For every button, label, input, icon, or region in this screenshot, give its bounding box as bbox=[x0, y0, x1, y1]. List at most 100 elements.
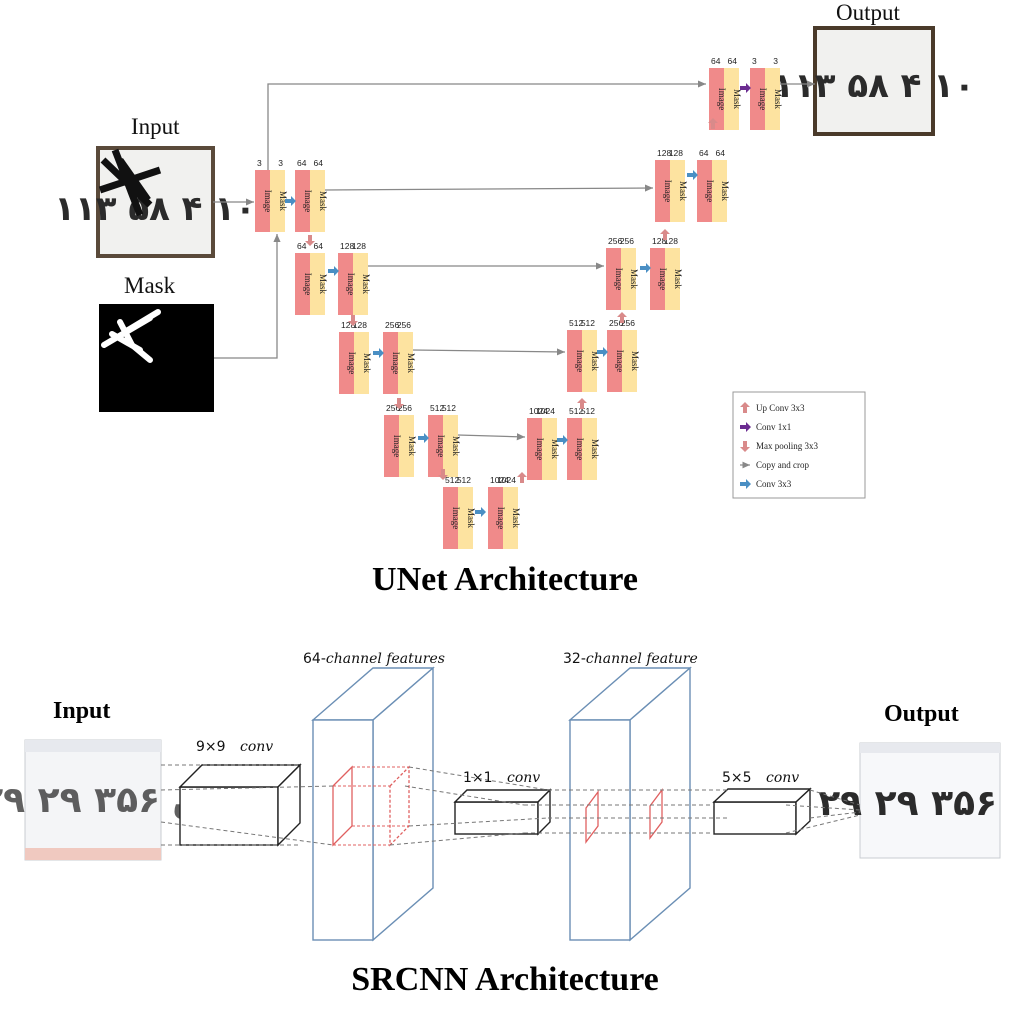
srcnn-output-plate-text: ۲۹ ق ۳۵۶ ۲۹ bbox=[818, 783, 1011, 824]
conv-3x3-arrow-icon bbox=[475, 507, 486, 517]
down-arrow-icon bbox=[740, 441, 750, 452]
srcnn-conv1-size: 9×9 bbox=[196, 739, 226, 755]
unet-mask-image bbox=[99, 304, 214, 412]
unet-block-channel-right: 64 bbox=[314, 241, 324, 251]
up-conv-arrow-icon bbox=[660, 229, 670, 240]
srcnn-output-image: ۲۹ ق ۳۵۶ ۲۹ bbox=[818, 742, 1011, 859]
unet-block-mask-label: Mask bbox=[511, 508, 521, 528]
srcnn-input-plate-text: ۲۹ ق ۳۵۶ ۲۹ bbox=[0, 780, 205, 821]
unet-block-channel-left: 256 bbox=[608, 236, 622, 246]
unet-block-mask-part bbox=[665, 248, 680, 310]
legend-item: Conv 3x3 bbox=[740, 479, 792, 489]
unet-block-mask-part bbox=[582, 330, 597, 392]
unet-block-mask-part bbox=[503, 487, 518, 549]
unet-block-mask-part bbox=[398, 332, 413, 394]
unet-mask-label: Mask bbox=[124, 273, 176, 298]
conv-3x3-arrow-icon bbox=[557, 435, 568, 445]
unet-block-mask-part bbox=[724, 68, 739, 130]
unet-output-plate-text: ۱۱۳ ۵۸ ۴ ۱۰ bbox=[773, 66, 975, 106]
legend-item: Copy and crop bbox=[740, 460, 809, 470]
srcnn-feature-block-64 bbox=[311, 666, 435, 942]
unet-block-channel-right: 64 bbox=[716, 148, 726, 158]
legend-item: Max pooling 3x3 bbox=[740, 441, 818, 452]
conv-3x3-arrow-icon bbox=[285, 196, 296, 206]
srcnn-conv-5x5-box bbox=[712, 787, 812, 836]
max-pooling-arrow-icon bbox=[348, 315, 358, 326]
unet-block-channel-left: 64 bbox=[297, 241, 307, 251]
unet-block-image-part bbox=[607, 330, 622, 392]
unet-block-mask-part bbox=[354, 332, 369, 394]
unet-block-channel-left: 1024 bbox=[490, 475, 509, 485]
unet-block-mask-part bbox=[621, 248, 636, 310]
unet-block-channel-right: 256 bbox=[620, 236, 634, 246]
unet-block-mask-part bbox=[399, 415, 414, 477]
unet-block-mask-label: Mask bbox=[318, 274, 328, 294]
up-conv-arrow-icon bbox=[708, 118, 718, 129]
srcnn-projection-lines bbox=[160, 764, 861, 846]
unet-block-mask-label: Mask bbox=[362, 353, 372, 373]
srcnn-conv-1x1-box bbox=[453, 788, 552, 836]
unet-block-channel-left: 64 bbox=[711, 56, 721, 66]
srcnn-feature-count-64: 64- bbox=[303, 651, 326, 667]
unet-block-image-part bbox=[428, 415, 443, 477]
unet-block-channel-left: 64 bbox=[699, 148, 709, 158]
unet-block-channel-right: 3 bbox=[278, 158, 283, 168]
unet-block-mask-label: Mask bbox=[407, 436, 417, 456]
unet-block-image-part bbox=[655, 160, 670, 222]
unet-block-image-label: Image bbox=[575, 350, 585, 373]
srcnn-input-label: Input bbox=[53, 698, 110, 724]
unet-block-image-label: Image bbox=[391, 352, 401, 375]
srcnn-output-label: Output bbox=[884, 701, 959, 727]
unet-block-image-part bbox=[295, 253, 310, 315]
unet-block-channel-right: 64 bbox=[314, 158, 324, 168]
unet-block-image-label: Image bbox=[346, 273, 356, 296]
unet-block-channel-right: 256 bbox=[397, 320, 411, 330]
unet-block-image-part bbox=[443, 487, 458, 549]
unet-block-mask-label: Mask bbox=[318, 191, 328, 211]
unet-block-channel-left: 256 bbox=[385, 320, 399, 330]
unet-arrows bbox=[213, 80, 815, 517]
unet-block-mask-label: Mask bbox=[590, 439, 600, 459]
legend-item: Up Conv 3x3 bbox=[740, 402, 805, 413]
unet-block-mask-part bbox=[542, 418, 557, 480]
unet-block-mask-label: Mask bbox=[590, 351, 600, 371]
unet-block-channel-left: 3 bbox=[257, 158, 262, 168]
unet-block-channel-right: 128 bbox=[353, 320, 367, 330]
unet-block-channel-left: 256 bbox=[386, 403, 400, 413]
unet-block-image-label: Image bbox=[575, 438, 585, 461]
conv-3x3-arrow-icon bbox=[640, 263, 651, 273]
right-arrow-icon bbox=[740, 479, 751, 489]
unet-block-channel-right: 128 bbox=[352, 241, 366, 251]
srcnn-conv2-size: 1×1 bbox=[463, 770, 493, 786]
legend-item-label: Max pooling 3x3 bbox=[756, 441, 818, 451]
legend-item-label: Conv 3x3 bbox=[756, 479, 792, 489]
unet-block-image-label: Image bbox=[758, 88, 768, 111]
conv-3x3-arrow-icon bbox=[597, 347, 608, 357]
srcnn-title: SRCNN Architecture bbox=[351, 961, 659, 998]
skip-connection-top-arrow bbox=[267, 80, 706, 170]
legend-item-label: Up Conv 3x3 bbox=[756, 403, 805, 413]
srcnn-feature-block-32 bbox=[568, 666, 692, 942]
unet-block-image-part bbox=[383, 332, 398, 394]
skip-connection-512-arrow bbox=[457, 433, 526, 441]
srcnn-conv1-unit: conv bbox=[240, 739, 273, 755]
unet-title: UNet Architecture bbox=[372, 561, 638, 598]
srcnn-feature-text-64: channel features bbox=[326, 651, 445, 667]
conv-1x1-arrow-icon bbox=[740, 83, 751, 93]
unet-block-channel-left: 512 bbox=[569, 318, 583, 328]
